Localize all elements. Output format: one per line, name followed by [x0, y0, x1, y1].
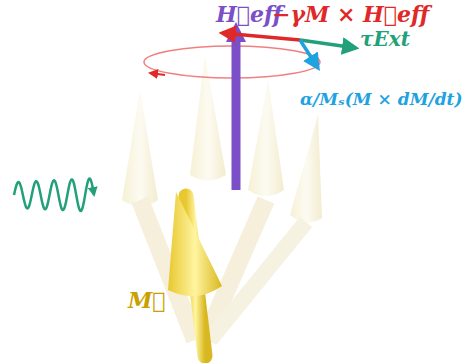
damping-torque	[300, 40, 318, 68]
ghost-cones	[122, 55, 322, 340]
magnetization-cone	[168, 192, 222, 296]
precession-term: −γM × H⃗eff	[272, 2, 429, 26]
external-torque-label: τExt	[360, 28, 410, 50]
excitation-wave	[14, 179, 94, 211]
damping-term: α/Mₛ(M × dM/dt)	[300, 90, 462, 109]
field-arrow	[232, 40, 241, 190]
external-torque	[300, 40, 356, 48]
orbit-arrow	[150, 73, 165, 75]
magnetization-label: M⃗	[128, 288, 166, 312]
precession-torque	[222, 33, 300, 40]
